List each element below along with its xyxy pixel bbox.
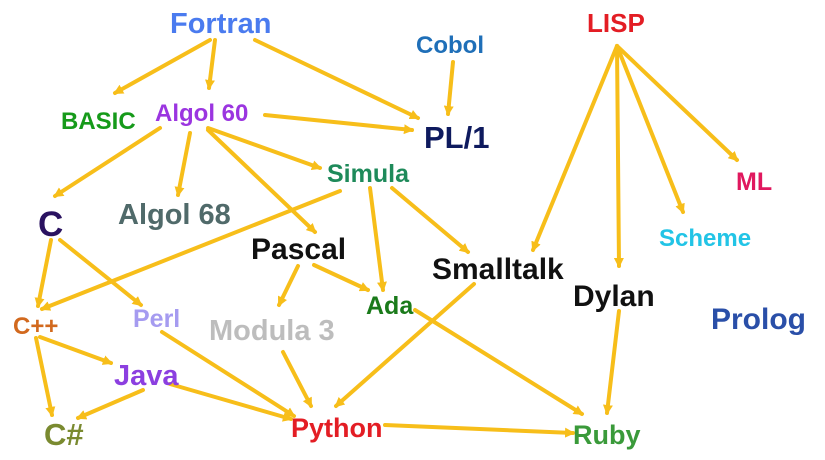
node-ruby: Ruby bbox=[573, 420, 641, 450]
edge-c-to-cpp bbox=[34, 238, 53, 308]
edge-simula-to-ada bbox=[368, 186, 387, 292]
edge-algol60-to-pl1 bbox=[263, 113, 414, 135]
edge-c-to-perl bbox=[58, 238, 143, 307]
edge-python-to-ruby bbox=[383, 423, 575, 438]
edge-lisp-to-ml bbox=[615, 44, 739, 162]
edge-pascal-to-modula3 bbox=[277, 264, 300, 307]
node-simula: Simula bbox=[327, 160, 409, 188]
node-python: Python bbox=[291, 413, 383, 443]
edge-ada-to-ruby bbox=[413, 308, 584, 416]
edge-algol60-to-algol68 bbox=[174, 131, 192, 197]
node-pl1: PL/1 bbox=[424, 120, 490, 155]
edge-pascal-to-ada bbox=[312, 263, 370, 292]
edge-lisp-to-dylan bbox=[613, 44, 624, 268]
edge-cobol-to-pl1 bbox=[443, 60, 455, 116]
edge-simula-to-smalltalk bbox=[390, 186, 470, 254]
edge-smalltalk-to-python bbox=[334, 282, 476, 408]
node-algol68: Algol 68 bbox=[118, 199, 231, 231]
node-java: Java bbox=[114, 360, 179, 392]
node-perl: Perl bbox=[133, 305, 181, 333]
edge-java-to-csharp bbox=[76, 388, 145, 420]
node-csharp: C# bbox=[44, 417, 84, 452]
edge-modula3-to-python bbox=[281, 350, 313, 408]
edge-java-to-python bbox=[168, 382, 293, 422]
edge-cpp-to-java bbox=[38, 335, 113, 365]
edge-group bbox=[34, 38, 739, 438]
node-ada: Ada bbox=[366, 292, 414, 320]
edge-fortran-to-algol60 bbox=[205, 38, 217, 90]
node-pascal: Pascal bbox=[251, 233, 347, 266]
edge-perl-to-python bbox=[160, 330, 296, 418]
edge-cpp-to-csharp bbox=[34, 336, 56, 417]
edge-dylan-to-ruby bbox=[602, 309, 621, 415]
edge-fortran-to-pl1 bbox=[253, 38, 420, 120]
node-cobol: Cobol bbox=[416, 32, 484, 59]
node-smalltalk: Smalltalk bbox=[432, 253, 564, 286]
edge-algol60-to-simula bbox=[206, 126, 322, 171]
edge-lisp-to-scheme bbox=[615, 44, 685, 214]
node-cpp: C++ bbox=[13, 313, 59, 340]
edge-simula-to-cpp bbox=[40, 189, 342, 311]
node-modula3: Modula 3 bbox=[209, 315, 335, 347]
edge-fortran-to-basic bbox=[113, 38, 212, 95]
node-scheme: Scheme bbox=[659, 225, 752, 252]
edge-lisp-to-smalltalk bbox=[531, 44, 619, 252]
node-c: C bbox=[38, 205, 64, 244]
node-prolog: Prolog bbox=[711, 303, 806, 336]
node-fortran: Fortran bbox=[170, 8, 272, 40]
node-basic: BASIC bbox=[61, 108, 136, 135]
node-dylan: Dylan bbox=[573, 280, 655, 313]
node-algol60: Algol 60 bbox=[155, 100, 249, 127]
edge-algol60-to-c bbox=[53, 126, 162, 198]
edge-algol60-to-pascal bbox=[206, 128, 317, 234]
node-ml: ML bbox=[736, 168, 773, 196]
node-lisp: LISP bbox=[587, 8, 645, 38]
